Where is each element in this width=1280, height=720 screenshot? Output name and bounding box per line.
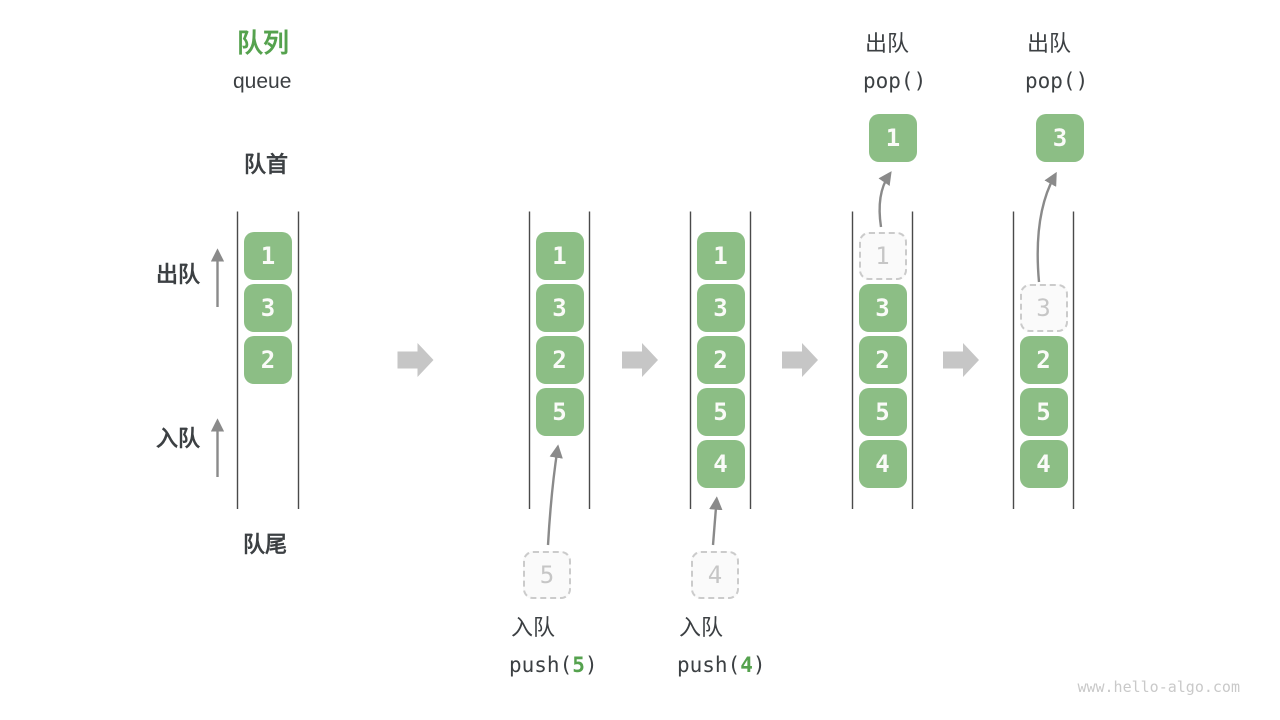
queue-front-label: 队首: [244, 152, 289, 177]
queue-cell: 1: [535, 232, 584, 280]
queue-cell: 1: [244, 232, 292, 280]
diagram-title-en: queue: [233, 70, 292, 93]
queue-cell: 3: [696, 284, 745, 332]
push-op-label-zh: 入队: [679, 615, 724, 640]
queue-cell: 3: [244, 284, 292, 332]
queue-cell: 3: [535, 284, 584, 332]
popped-cell: 3: [1036, 114, 1084, 162]
step-arrow-icon: [943, 343, 979, 377]
push-code-suffix: ): [752, 653, 766, 677]
queue-cell: 2: [535, 336, 584, 384]
step-arrow-icon: [622, 343, 658, 377]
enqueue-side-label: 入队: [156, 426, 201, 451]
queue-rear-label: 队尾: [243, 532, 288, 557]
queue-cell: 2: [244, 336, 292, 384]
pop-op-label-zh: 出队: [865, 31, 910, 56]
pop-op-code: pop(): [863, 69, 927, 93]
step-arrow-icon: [397, 343, 434, 377]
step-arrow-icon: [782, 343, 818, 377]
pop-op-code: pop(): [1025, 69, 1089, 93]
pop-arrow: [878, 171, 892, 228]
push-code-prefix: push(: [509, 653, 573, 677]
push-code-prefix: push(: [677, 653, 741, 677]
ghost-cell: 3: [1019, 284, 1068, 332]
push-op-code: push(5): [509, 648, 598, 682]
queue-cell: 2: [696, 336, 745, 384]
pending-push-cell: 4: [691, 551, 739, 599]
popped-cell: 1: [869, 114, 917, 162]
push-op-code: push(4): [677, 648, 766, 682]
queue-cell: 4: [696, 440, 745, 488]
push-code-suffix: ): [584, 653, 598, 677]
diagram-title-zh: 队列: [237, 28, 290, 58]
queue-cell: 3: [858, 284, 907, 332]
queue-cell: 4: [858, 440, 907, 488]
queue-cell: 2: [858, 336, 907, 384]
queue-cell: 4: [1019, 440, 1068, 488]
pop-op-label-zh: 出队: [1027, 31, 1072, 56]
queue-cell: 2: [1019, 336, 1068, 384]
push-arrow: [546, 444, 563, 546]
queue-cell: 5: [858, 388, 907, 436]
queue-cell: 5: [535, 388, 584, 436]
pop-arrow: [1036, 171, 1057, 283]
pending-push-cell: 5: [523, 551, 571, 599]
push-arrow: [709, 496, 723, 546]
dequeue-side-label: 出队: [156, 262, 201, 287]
push-code-arg: 5: [572, 653, 585, 677]
queue-cell: 5: [696, 388, 745, 436]
push-code-arg: 4: [740, 653, 753, 677]
queue-cell: 5: [1019, 388, 1068, 436]
ghost-cell: 1: [858, 232, 907, 280]
watermark: www.hello-algo.com: [1077, 678, 1240, 696]
push-op-label-zh: 入队: [511, 615, 556, 640]
queue-cell: 1: [696, 232, 745, 280]
